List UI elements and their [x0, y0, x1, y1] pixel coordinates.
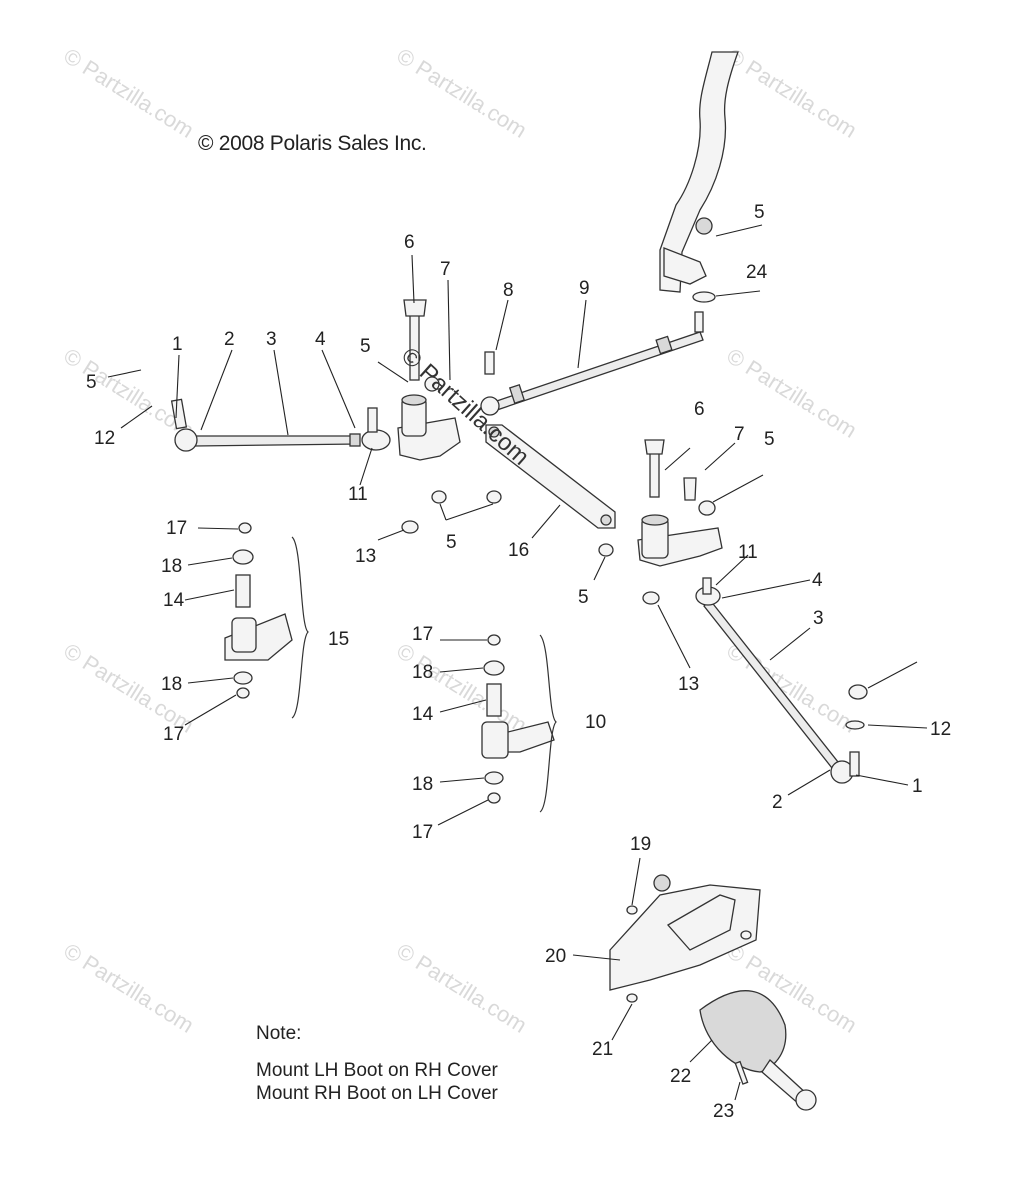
callout-5: 5	[578, 587, 589, 608]
callout-17: 17	[412, 624, 433, 645]
callout-16: 16	[508, 540, 529, 561]
callout-1: 1	[172, 334, 183, 355]
callout-2: 2	[772, 792, 783, 813]
callout-9: 9	[579, 278, 590, 299]
note-line: Mount RH Boot on LH Cover	[256, 1083, 498, 1104]
callout-15: 15	[328, 629, 349, 650]
callout-10: 10	[585, 712, 606, 733]
steering-cover-boot	[609, 874, 817, 1111]
steering-column	[659, 51, 739, 333]
callout-5: 5	[754, 202, 765, 223]
callout-18: 18	[161, 674, 182, 695]
watermark: © Partzilla.com	[59, 43, 198, 143]
callout-24: 24	[746, 262, 768, 283]
callout-5: 5	[86, 372, 97, 393]
callout-2: 2	[224, 329, 235, 350]
watermark: © Partzilla.com	[392, 43, 531, 143]
callout-12: 12	[930, 719, 951, 740]
copyright-text: © 2008 Polaris Sales Inc.	[198, 132, 427, 155]
callout-4: 4	[812, 570, 823, 591]
callout-labels: 1 2 3 4 5 5 5 5 5 5 6 6 7 7 8 9 10 11 11…	[86, 202, 951, 1122]
crossbar-16	[485, 424, 616, 557]
callout-3: 3	[813, 608, 824, 629]
note-line: Mount LH Boot on RH Cover	[256, 1060, 498, 1081]
callout-11: 11	[738, 542, 758, 563]
callout-5: 5	[360, 336, 371, 357]
callout-21: 21	[592, 1039, 613, 1060]
tie-rod-9	[480, 331, 704, 416]
callout-14: 14	[412, 704, 434, 725]
callout-7: 7	[440, 259, 451, 280]
callout-17: 17	[412, 822, 433, 843]
callout-22: 22	[670, 1066, 691, 1087]
callout-14: 14	[163, 590, 185, 611]
watermark: © Partzilla.com	[392, 938, 531, 1038]
callout-1: 1	[912, 776, 923, 797]
callout-23: 23	[713, 1101, 734, 1122]
callout-12: 12	[94, 428, 115, 449]
callout-8: 8	[503, 280, 514, 301]
bellcrank-assembly-15	[224, 522, 309, 719]
callout-11: 11	[348, 484, 368, 505]
left-tie-rod	[170, 398, 391, 452]
callout-17: 17	[163, 724, 184, 745]
callout-6: 6	[694, 399, 705, 420]
bellcrank-assembly-10	[481, 634, 557, 813]
leader-lines	[107, 224, 928, 1101]
callout-18: 18	[412, 662, 433, 683]
watermark: © Partzilla.com	[59, 938, 198, 1038]
left-bellcrank	[397, 299, 502, 534]
callout-4: 4	[315, 329, 326, 350]
callout-17: 17	[166, 518, 187, 539]
callout-13: 13	[355, 546, 376, 567]
note-heading: Note:	[256, 1023, 302, 1044]
callout-20: 20	[545, 946, 566, 967]
callout-6: 6	[404, 232, 415, 253]
callout-18: 18	[412, 774, 433, 795]
callout-19: 19	[630, 834, 651, 855]
right-bellcrank	[637, 439, 723, 605]
callout-5: 5	[764, 429, 775, 450]
right-tie-rod	[695, 577, 868, 784]
callout-13: 13	[678, 674, 699, 695]
watermark: © Partzilla.com	[722, 43, 861, 143]
callout-5: 5	[446, 532, 457, 553]
callout-7: 7	[734, 424, 745, 445]
callout-3: 3	[266, 329, 277, 350]
callout-18: 18	[161, 556, 182, 577]
